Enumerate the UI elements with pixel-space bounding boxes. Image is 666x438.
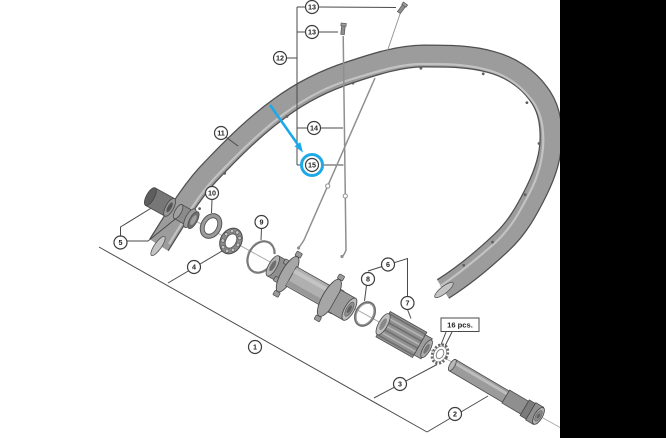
serrated-washer — [430, 343, 450, 365]
rim — [149, 44, 563, 299]
highlight-arrow-icon — [294, 142, 303, 153]
callout-14: 14 — [306, 120, 322, 136]
leader-10 — [211, 199, 213, 214]
bearing-balls — [220, 229, 242, 253]
highlight-circle — [300, 153, 324, 177]
spoke-a-head — [297, 246, 301, 250]
rim-left-end-face — [150, 235, 166, 257]
leader-16pcs — [440, 331, 453, 349]
callout-10: 10 — [204, 185, 220, 201]
cone — [172, 204, 200, 230]
ball-bearing-retainer — [219, 227, 243, 255]
svg-text:13: 13 — [308, 3, 316, 12]
black-margin — [560, 0, 666, 438]
svg-text:13: 13 — [308, 28, 316, 37]
svg-text:4: 4 — [192, 263, 196, 272]
leader-7 — [407, 309, 412, 319]
svg-text:11: 11 — [217, 129, 225, 138]
freehub-splines — [376, 313, 426, 357]
bracket-6 — [367, 257, 408, 297]
o-ring — [353, 301, 377, 327]
rim-right-end-face — [434, 282, 454, 298]
highlight-arrow-line — [268, 104, 299, 145]
leader-lines — [98, 6, 489, 433]
dust-cap — [144, 187, 176, 217]
bracket-5-upper — [120, 206, 154, 236]
svg-text:6: 6 — [386, 260, 390, 269]
freehub-body — [375, 311, 433, 360]
callout-8: 8 — [360, 271, 376, 287]
spoke-nipple-a — [396, 1, 409, 15]
seal-washer — [199, 213, 223, 239]
callouts: 1 2 3 4 5 6 7 8 — [113, 0, 463, 422]
callout-6: 6 — [380, 257, 396, 272]
callout-9: 9 — [254, 214, 269, 230]
svg-text:3: 3 — [398, 380, 402, 389]
callout-5: 5 — [113, 235, 128, 250]
svg-text:8: 8 — [366, 275, 370, 284]
callout-13b: 13 — [304, 24, 320, 40]
svg-text:16 pcs.: 16 pcs. — [447, 321, 473, 330]
highlight — [268, 104, 324, 177]
rim-band — [150, 45, 562, 298]
callout-13a: 13 — [304, 0, 320, 15]
leader-13a — [297, 6, 397, 8]
svg-text:2: 2 — [453, 410, 457, 419]
callout-11: 11 — [213, 125, 229, 141]
leader-8 — [364, 285, 367, 302]
hub-body — [265, 250, 358, 322]
svg-text:14: 14 — [310, 124, 318, 133]
spokes — [297, 35, 376, 259]
svg-text:7: 7 — [406, 299, 410, 308]
callout-1: 1 — [247, 339, 263, 355]
bracket-1-long — [98, 246, 428, 433]
leader-9 — [260, 228, 262, 241]
svg-text:12: 12 — [276, 54, 284, 63]
svg-text:1: 1 — [253, 343, 257, 352]
svg-text:15: 15 — [308, 161, 316, 170]
callout-12: 12 — [272, 50, 288, 66]
callout-2: 2 — [447, 406, 463, 422]
spoke-nipple-b — [340, 22, 347, 36]
rim-inner-highlight — [168, 62, 545, 288]
callout-7: 7 — [400, 295, 415, 311]
spoke-b-marker — [342, 193, 348, 199]
bracket-5-lower — [127, 211, 185, 242]
callout-3: 3 — [392, 376, 408, 392]
leader-11 — [226, 137, 239, 147]
axle — [447, 358, 545, 426]
spoke-a-marker — [325, 183, 331, 189]
rim-spoke-holes — [198, 66, 541, 267]
svg-text:9: 9 — [260, 218, 264, 227]
spoke-b-head — [340, 254, 344, 259]
nipple-a-leader — [386, 13, 401, 53]
callout-15: 15 — [304, 157, 320, 173]
svg-text:10: 10 — [208, 189, 216, 198]
callout-4: 4 — [186, 259, 202, 275]
quantity-label: 16 pcs. — [440, 317, 480, 332]
svg-text:5: 5 — [119, 238, 123, 247]
